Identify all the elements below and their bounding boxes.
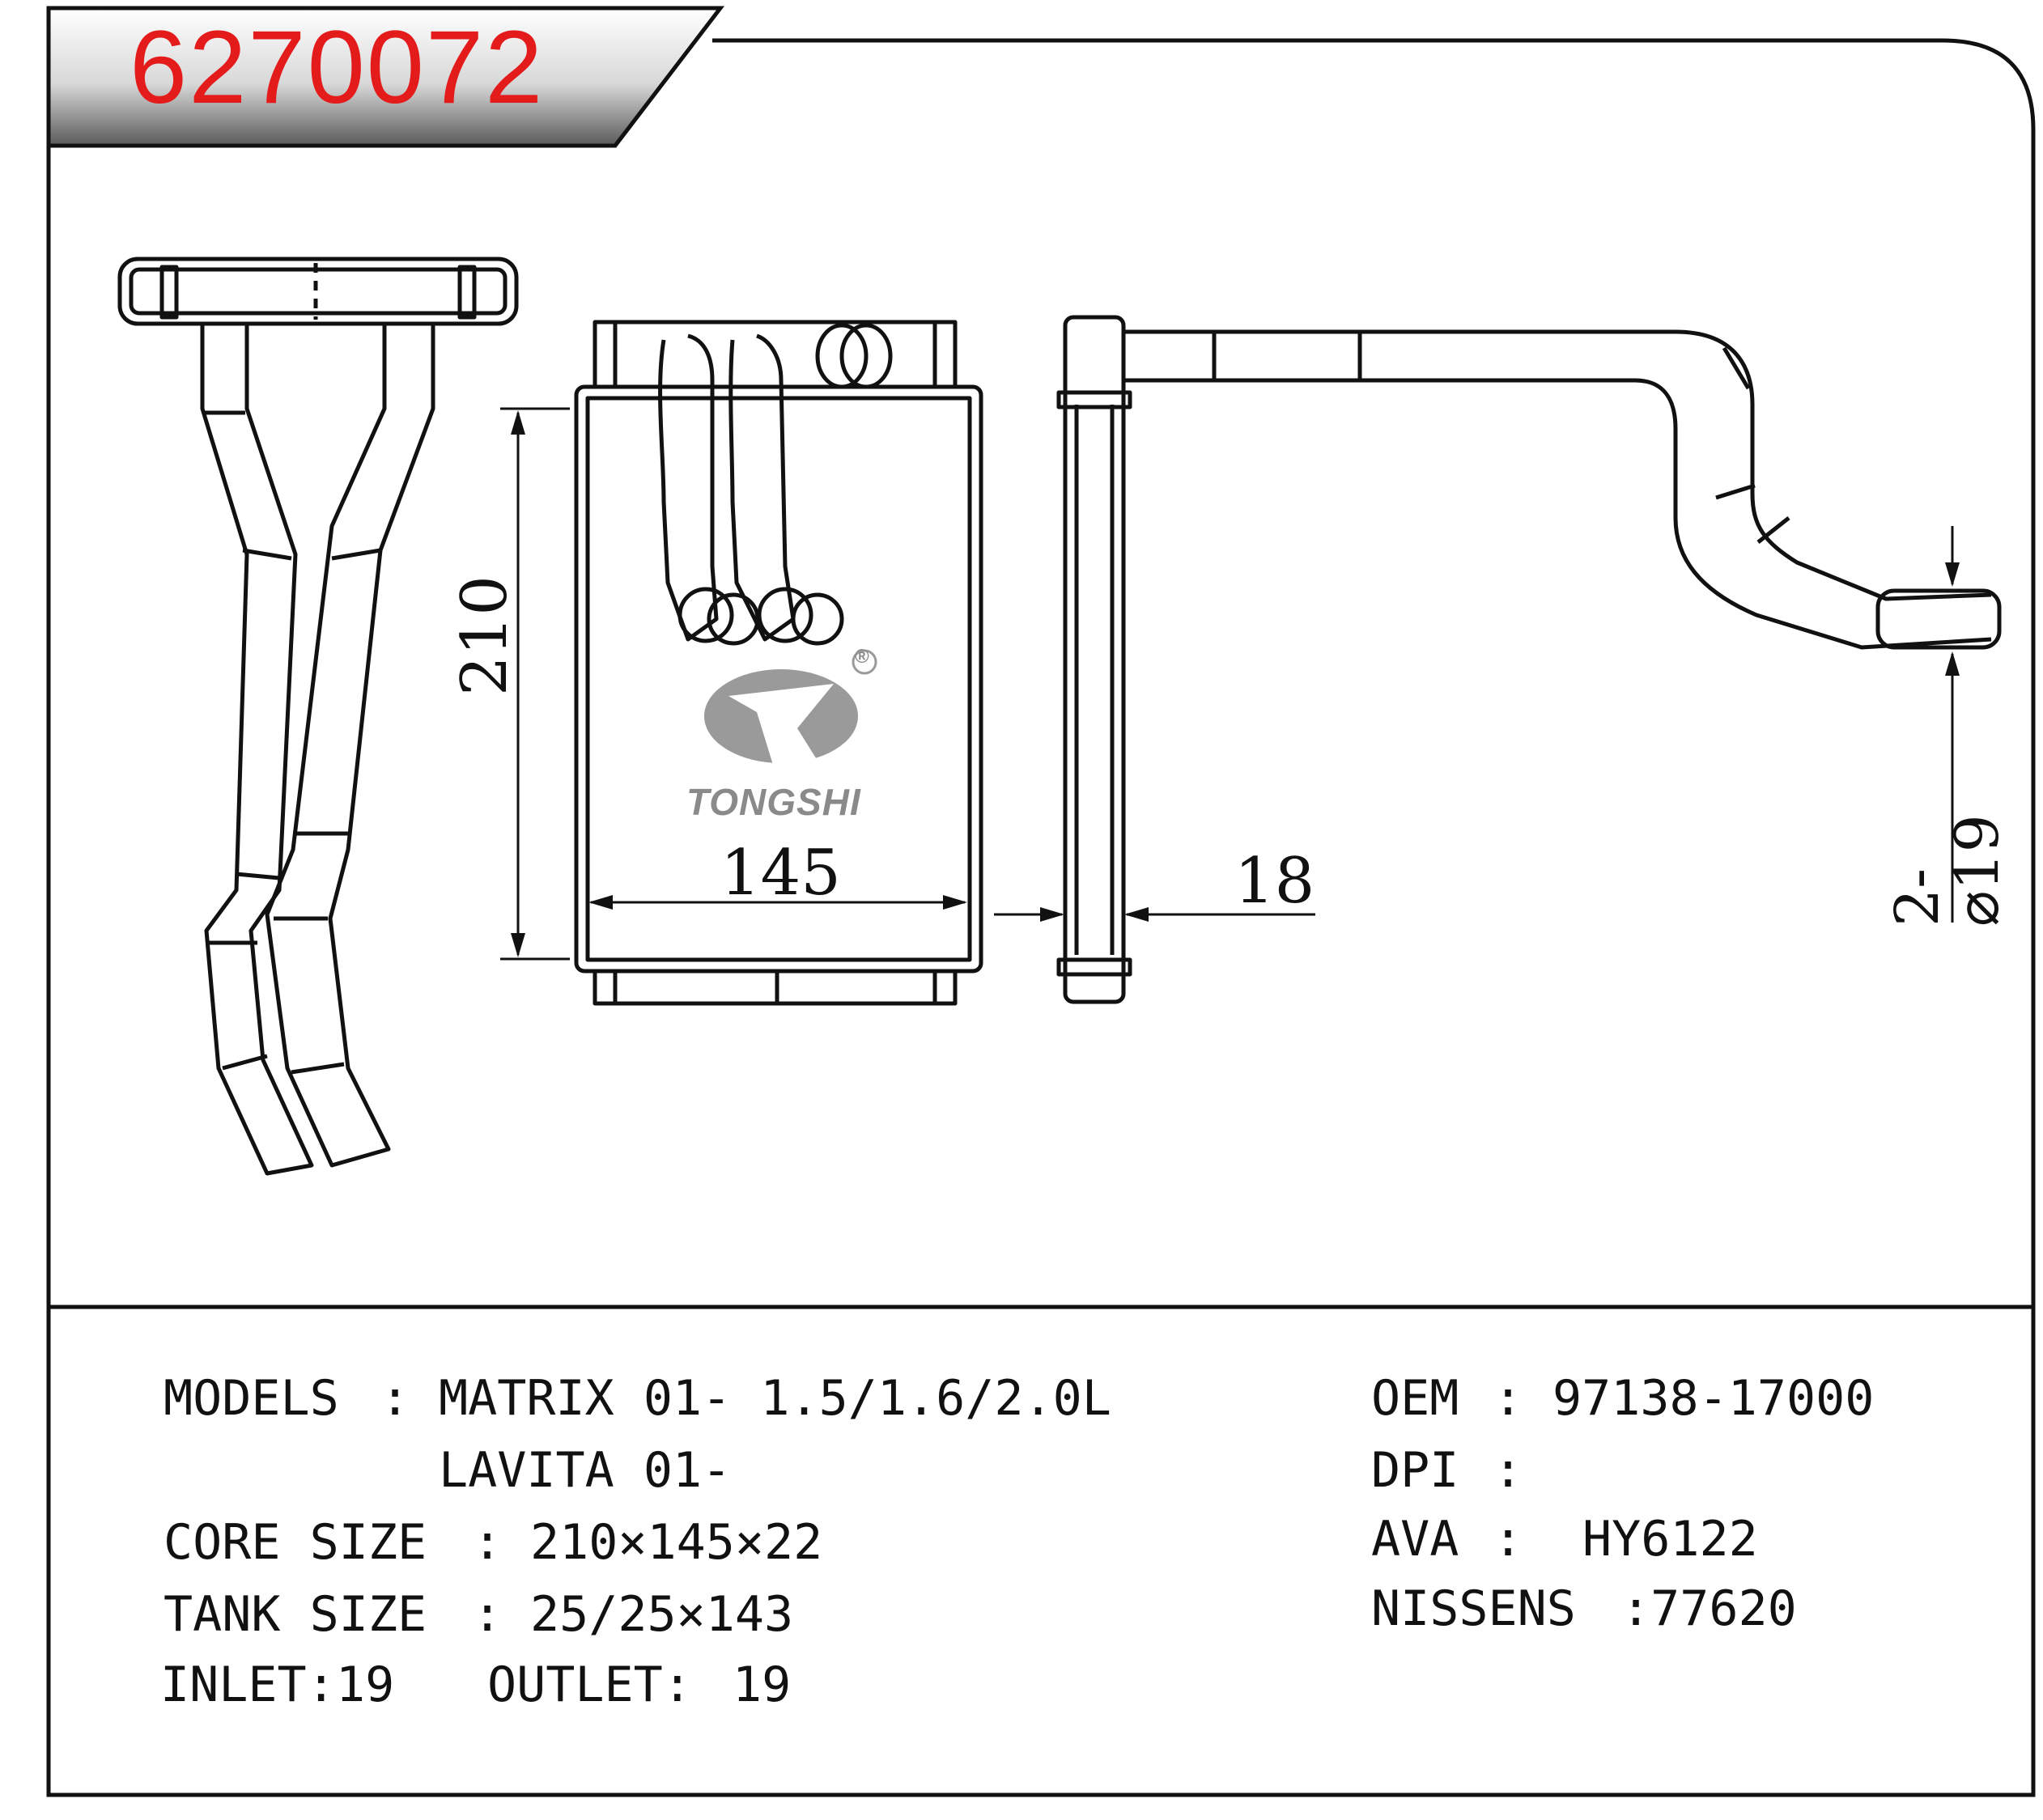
outlet-label: OUTLET: (487, 1657, 692, 1713)
brand-logo (704, 649, 877, 765)
side-view-pipes (117, 257, 519, 1176)
thickness-dimension: 18 (1234, 845, 1315, 918)
front-view-core (574, 320, 983, 1006)
registered-mark: ® (855, 646, 870, 668)
inlet-value: 19 (336, 1657, 395, 1713)
models-separator: : (380, 1370, 410, 1427)
part-number: 6270072 (130, 10, 545, 125)
ava-label: AVA (1371, 1511, 1459, 1568)
dimension-lines (500, 407, 1960, 961)
oem-label: OEM (1371, 1370, 1459, 1427)
side-view-profile (1056, 315, 2002, 1004)
dpi-label: DPI (1371, 1442, 1459, 1499)
tank-size-label: TANK SIZE (164, 1586, 427, 1643)
models-value-2: LAVITA 01- (439, 1442, 732, 1499)
drawing-frame (46, 38, 2036, 1797)
models-label: MODELS (164, 1370, 339, 1427)
inlet-label: INLET: (160, 1657, 336, 1713)
brand-name: TONGSHI (686, 781, 861, 823)
oem-value: 97138-17000 (1552, 1370, 1875, 1427)
core-size-separator: : (473, 1514, 503, 1571)
height-dimension: 210 (448, 575, 521, 696)
nissens-label: NISSENS (1371, 1580, 1576, 1637)
width-dimension: 145 (720, 837, 841, 910)
tank-size-separator: : (473, 1586, 503, 1643)
dpi-separator: : (1493, 1442, 1523, 1499)
core-size-label: CORE SIZE (164, 1514, 427, 1571)
tank-size-value: 25/25×143 (530, 1586, 794, 1643)
header-band (46, 6, 725, 148)
ava-separator: : (1493, 1511, 1523, 1568)
outlet-value: 19 (733, 1657, 792, 1713)
nissens-value: :77620 (1621, 1580, 1797, 1637)
core-size-value: 210×145×22 (530, 1514, 823, 1571)
models-value: MATRIX 01- 1.5/1.6/2.0L (439, 1370, 1111, 1427)
pipe-dimension: 2-⌀19 (1883, 814, 2012, 927)
oem-separator: : (1493, 1370, 1523, 1427)
ava-value: HY6122 (1582, 1511, 1758, 1568)
